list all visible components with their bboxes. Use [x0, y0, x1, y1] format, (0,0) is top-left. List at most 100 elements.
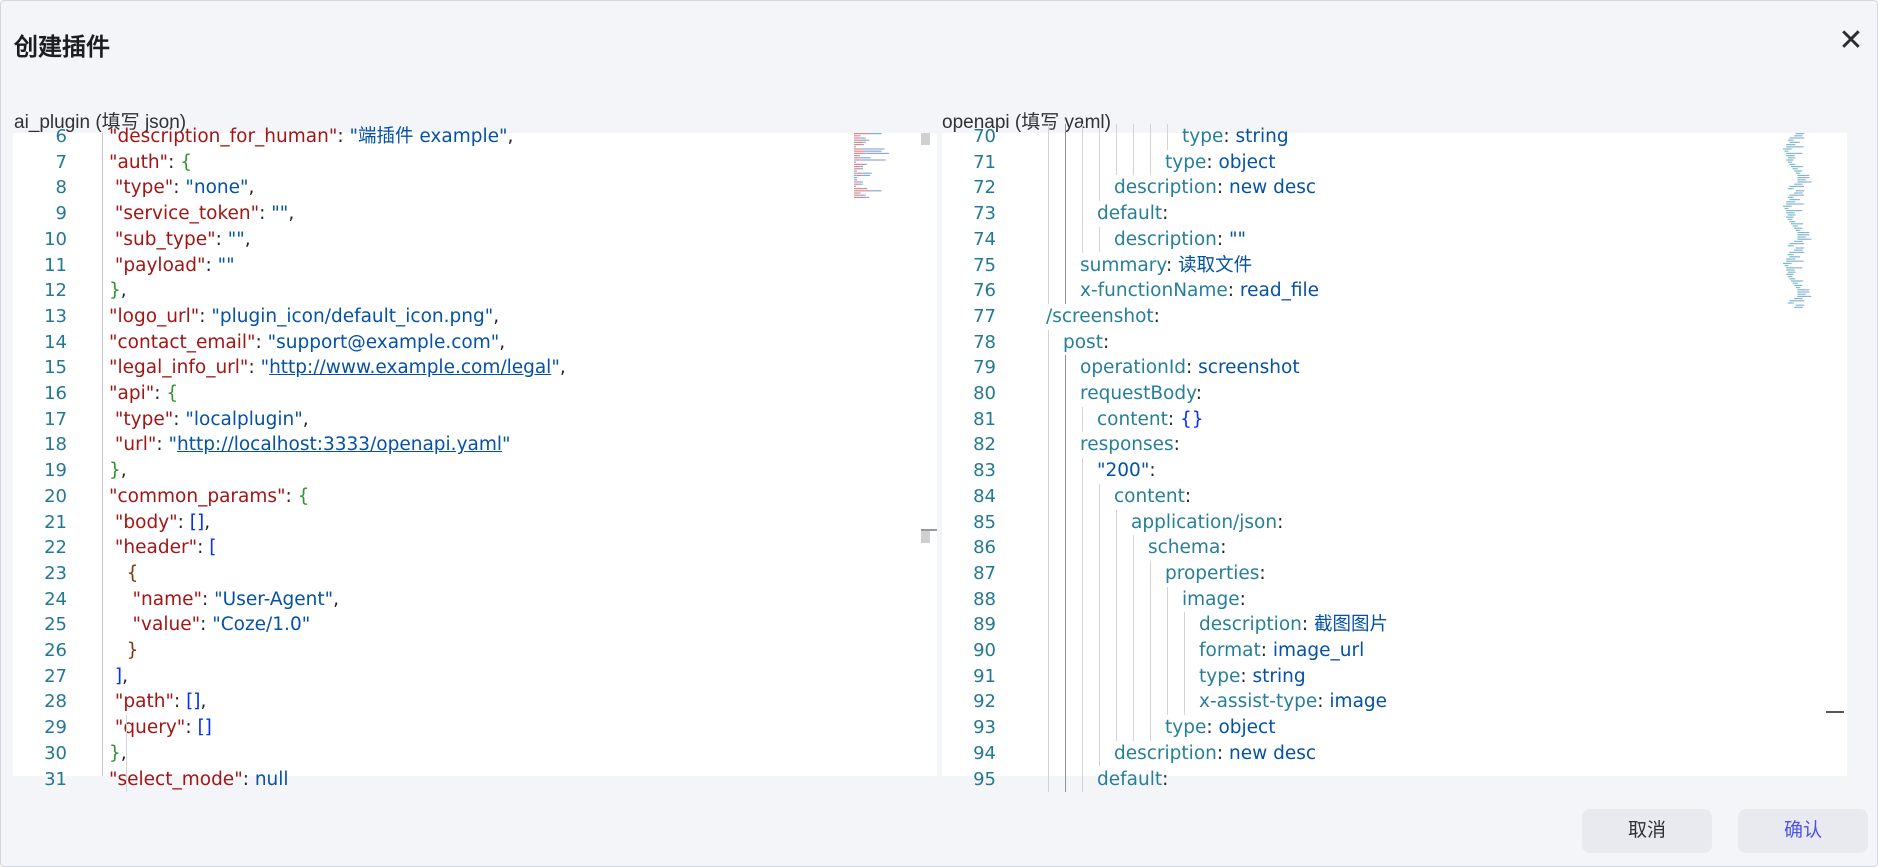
code-line[interactable]: 14"contact_email": "support@example.com"…	[13, 330, 937, 356]
code-line[interactable]: 12},	[13, 278, 937, 304]
code-line[interactable]: 9 "service_token": "",	[13, 201, 937, 227]
minimap-token	[1787, 245, 1793, 247]
code-line[interactable]: 24 "name": "User-Agent",	[13, 587, 937, 613]
code-token[interactable]: http://www.example.com/legal	[269, 357, 552, 379]
code-token: :	[337, 126, 350, 147]
code-line[interactable]: 23 {	[13, 561, 937, 587]
code-line[interactable]: 16"api": {	[13, 381, 937, 407]
minimap-token	[857, 155, 859, 157]
minimap-token	[854, 157, 855, 159]
minimap-token	[1801, 170, 1803, 172]
code-text: application/json:	[1131, 510, 1283, 536]
code-text: format: image_url	[1199, 638, 1364, 664]
minimap[interactable]	[1782, 133, 1842, 333]
code-text: responses:	[1080, 432, 1180, 458]
code-text: type: string	[1182, 124, 1289, 150]
code-text: description: 截图图片	[1199, 612, 1388, 638]
minimap-token	[862, 166, 863, 168]
code-line[interactable]: 28 "path": [],	[13, 689, 937, 715]
minimap-token	[860, 137, 865, 139]
code-line[interactable]: 30},	[13, 741, 937, 767]
minimap-token	[1786, 210, 1794, 212]
code-token: ,	[499, 331, 506, 353]
code-line[interactable]: 83"200":	[942, 458, 1847, 484]
code-token: content	[1114, 485, 1185, 507]
cancel-button[interactable]: 取消	[1582, 809, 1712, 853]
code-line[interactable]: 77/screenshot:	[942, 304, 1847, 330]
code-line[interactable]: 31"select_mode": null	[13, 767, 937, 793]
scrollbar-thumb[interactable]	[921, 531, 930, 543]
code-line[interactable]: 22 "header": [	[13, 535, 937, 561]
minimap[interactable]	[853, 133, 913, 203]
code-line[interactable]: 27 ],	[13, 664, 937, 690]
confirm-button[interactable]: 确认	[1738, 809, 1868, 853]
code-line[interactable]: 25 "value": "Coze/1.0"	[13, 612, 937, 638]
minimap-token	[865, 150, 881, 152]
code-line[interactable]: 18 "url": "http://localhost:3333/openapi…	[13, 432, 937, 458]
minimap-token	[859, 166, 861, 168]
code-text: "legal_info_url": "http://www.example.co…	[109, 355, 566, 381]
code-line[interactable]: 17 "type": "localplugin",	[13, 407, 937, 433]
code-line[interactable]: 19},	[13, 458, 937, 484]
code-line[interactable]: 21 "body": [],	[13, 510, 937, 536]
code-line[interactable]: 15"legal_info_url": "http://www.example.…	[13, 355, 937, 381]
minimap-token	[1806, 289, 1810, 291]
code-token[interactable]: http://localhost:3333/openapi.yaml	[177, 434, 503, 456]
minimap-token	[1791, 280, 1803, 282]
code-line[interactable]: 7"auth": {	[13, 150, 937, 176]
code-text: "query": []	[109, 715, 212, 741]
minimap-token	[1795, 133, 1799, 135]
minimap-token	[863, 188, 865, 190]
minimap-token	[1797, 243, 1799, 245]
minimap-token	[1797, 232, 1806, 234]
panel-divider[interactable]	[937, 133, 942, 776]
code-token: :	[248, 357, 261, 379]
minimap-token	[1797, 183, 1799, 185]
code-token: object	[1218, 151, 1276, 173]
code-line[interactable]: 13"logo_url": "plugin_icon/default_icon.…	[13, 304, 937, 330]
code-line[interactable]: 29 "query": []	[13, 715, 937, 741]
minimap-token	[1801, 236, 1806, 238]
minimap-token	[1787, 188, 1793, 190]
close-icon[interactable]: ✕	[1838, 24, 1864, 57]
code-line[interactable]: 8 "type": "none",	[13, 175, 937, 201]
minimap-token	[1798, 243, 1805, 245]
minimap-token	[858, 192, 860, 194]
ai-plugin-json-editor[interactable]: 6"description_for_human": "端插件 example",…	[13, 126, 937, 793]
code-line[interactable]: 11 "payload": ""	[13, 253, 937, 279]
code-line[interactable]: 20"common_params": {	[13, 484, 937, 510]
minimap-token	[1786, 155, 1794, 157]
minimap-token	[1797, 238, 1807, 240]
code-line[interactable]: 26 }	[13, 638, 937, 664]
minimap-token	[1787, 276, 1792, 278]
code-line[interactable]: 6"description_for_human": "端插件 example",	[13, 124, 937, 150]
scrollbar-thumb-top[interactable]	[921, 133, 930, 145]
code-line[interactable]: 10 "sub_type": "",	[13, 227, 937, 253]
code-text: "200":	[1097, 458, 1156, 484]
